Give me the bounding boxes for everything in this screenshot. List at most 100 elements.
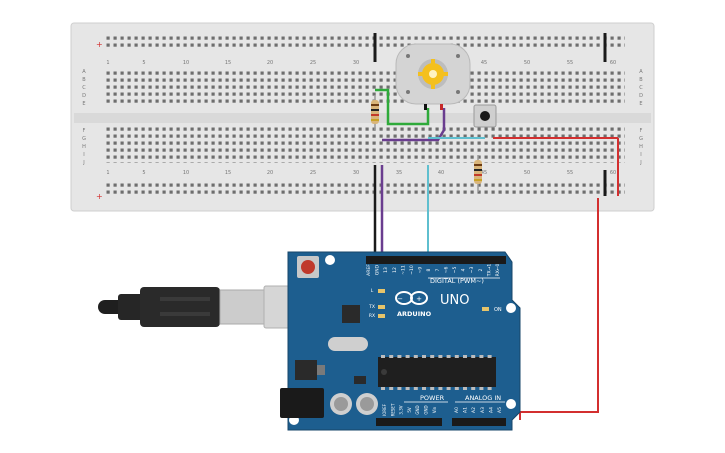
analog-pin-label: A0 — [454, 407, 460, 413]
digital-pin-label: TX→1 — [486, 264, 492, 278]
column-number: 25 — [310, 170, 316, 176]
digital-pin-label: GND — [375, 264, 381, 275]
column-number: 55 — [567, 60, 573, 66]
wire-red[interactable] — [519, 198, 599, 420]
wire-green[interactable] — [375, 88, 430, 126]
row-letter: F — [83, 128, 86, 134]
arduino-logo-icon: − + — [395, 291, 428, 305]
led-label: TX — [368, 304, 375, 310]
row-letter: D — [82, 93, 86, 99]
wire-purple[interactable] — [382, 108, 446, 142]
analog-header — [452, 418, 506, 426]
column-number: 25 — [310, 60, 316, 66]
column-number: 60 — [610, 60, 616, 66]
power-header — [376, 418, 442, 426]
column-number: 20 — [267, 170, 273, 176]
row-letter: H — [82, 144, 86, 150]
power-pin-label: GND — [424, 405, 429, 414]
column-number: 5 — [142, 170, 145, 176]
mounting-hole — [325, 255, 335, 265]
bottom-power-rail — [105, 182, 625, 196]
pushbutton-icon[interactable] — [473, 104, 497, 128]
row-letter: A — [82, 69, 86, 75]
column-number: 30 — [353, 60, 359, 66]
column-number: 55 — [567, 170, 573, 176]
digital-pin-label: 4 — [461, 268, 467, 271]
led-l — [378, 289, 385, 293]
row-letter: C — [82, 85, 86, 91]
column-number: 5 — [142, 60, 145, 66]
usb-chip — [342, 305, 360, 323]
column-number: 45 — [481, 60, 487, 66]
on-led — [482, 307, 489, 311]
power-pin-label: 3.3V — [399, 405, 404, 414]
led-labels: L TX RX — [368, 288, 375, 319]
digital-pin-label: 2 — [478, 268, 484, 271]
digital-pin-label: ~5 — [452, 267, 458, 274]
row-letter: I — [83, 152, 84, 158]
mounting-hole — [506, 303, 516, 313]
row-letter: E — [639, 101, 642, 107]
column-number: 35 — [396, 170, 402, 176]
top-power-rail — [105, 34, 625, 48]
digital-pin-label: 8 — [426, 268, 432, 271]
row-letter: F — [640, 128, 643, 134]
analog-pin-label: A2 — [471, 407, 477, 413]
row-letter: J — [639, 160, 641, 166]
digital-pin-label: RX←0 — [495, 263, 501, 276]
column-number: 1 — [106, 170, 109, 176]
column-number: 45 — [481, 170, 487, 176]
row-letter: D — [639, 93, 643, 99]
terminal-strip-top — [105, 68, 625, 106]
digital-header — [366, 256, 506, 264]
digital-label: DIGITAL (PWM~) — [430, 277, 484, 285]
voltage-regulator — [295, 360, 317, 380]
digital-pin-label: ~10 — [409, 265, 415, 275]
reset-button-icon[interactable] — [297, 256, 319, 278]
column-number: 10 — [183, 60, 189, 66]
dc-motor-icon[interactable] — [395, 43, 471, 110]
digital-pin-label: ~9 — [418, 267, 424, 274]
row-letter: I — [640, 152, 641, 158]
led-tx — [378, 305, 385, 309]
row-letter: H — [639, 144, 643, 150]
column-number: 30 — [353, 170, 359, 176]
microcontroller-chip-icon — [378, 355, 496, 390]
power-label: POWER — [420, 394, 445, 402]
analog-pin-label: A4 — [488, 407, 494, 413]
terminal-strip-bottom — [105, 127, 625, 163]
analog-pin-label: A5 — [497, 407, 503, 413]
digital-pin-label: 12 — [392, 267, 398, 273]
model-label: UNO — [440, 293, 469, 308]
on-label: ON — [494, 307, 502, 313]
wires-to-arduino — [373, 165, 599, 420]
row-letter: E — [82, 101, 85, 107]
row-letter: B — [639, 77, 643, 83]
svg-text:+: + — [416, 295, 422, 303]
led-label: L — [371, 288, 374, 294]
rail-plus-label: + — [96, 192, 103, 201]
resistor-icon[interactable] — [474, 155, 482, 192]
resistor-icon[interactable] — [371, 95, 379, 130]
row-letter: A — [639, 69, 643, 75]
column-number: 15 — [225, 170, 231, 176]
led-label: RX — [369, 313, 375, 319]
power-pin-label: RESET — [390, 403, 395, 416]
analog-pin-label: A3 — [480, 407, 486, 413]
column-number: 20 — [267, 60, 273, 66]
digital-pin-label: 7 — [435, 268, 441, 271]
column-number: 50 — [524, 60, 530, 66]
digital-pin-label: ~3 — [469, 267, 475, 274]
row-letter: G — [82, 136, 86, 142]
analog-label: ANALOG IN — [465, 394, 501, 402]
column-number: 60 — [610, 170, 616, 176]
row-letter: G — [639, 136, 643, 142]
digital-pin-label: ~11 — [400, 265, 406, 275]
power-pin-label: Vin — [432, 406, 437, 413]
